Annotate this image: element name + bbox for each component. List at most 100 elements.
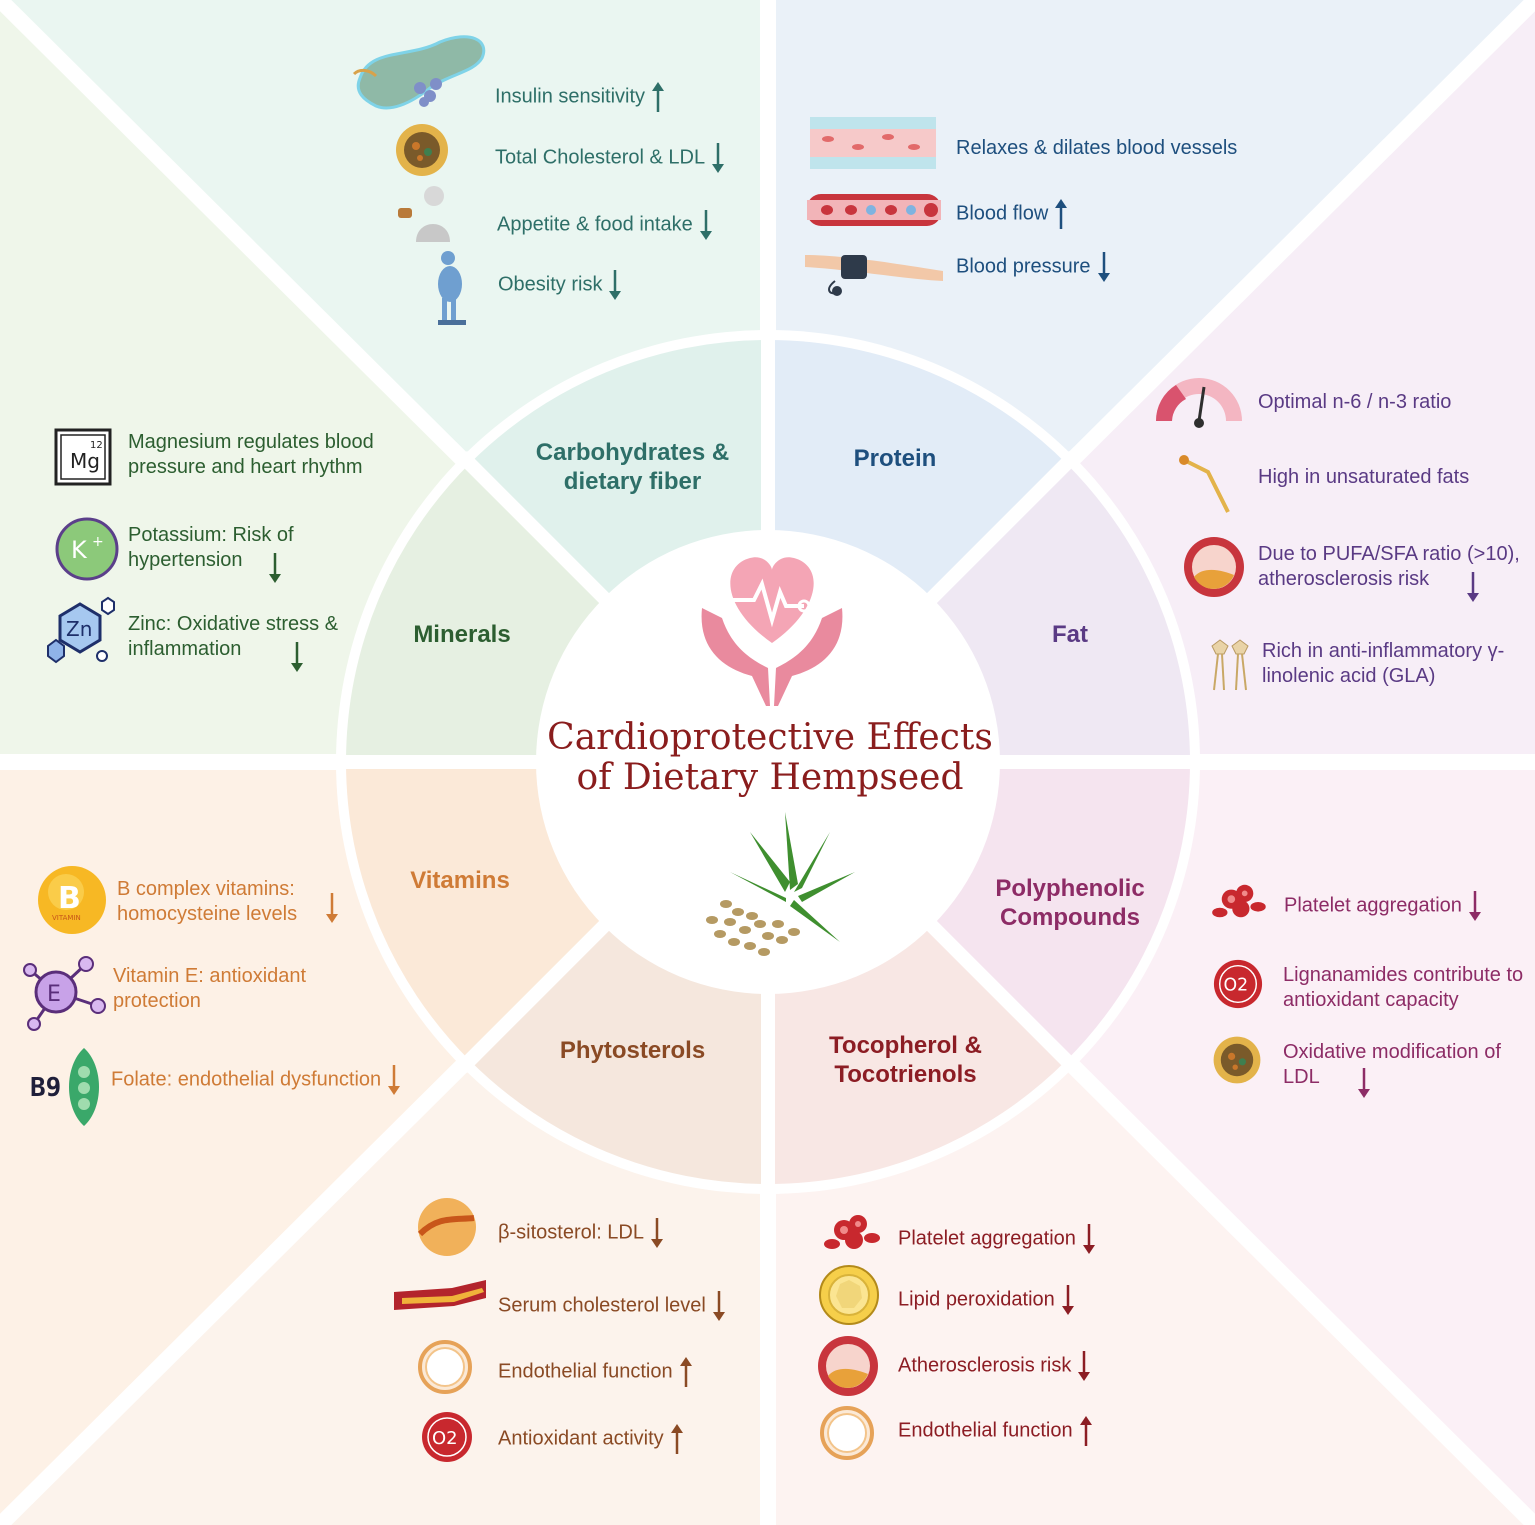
tocopherol-item-3: Atherosclerosis risk: [898, 1349, 1091, 1383]
arrow-down-icon: [1358, 1068, 1370, 1098]
blood-vessel-icon: [810, 117, 936, 169]
segment-label-fat: Fat: [1052, 621, 1088, 648]
arrow-down-icon: [1061, 1285, 1074, 1315]
zinc-symbol: Zn: [66, 617, 92, 641]
carbohydrates-item-4: Obesity risk: [498, 268, 622, 302]
folate-symbol: B9: [30, 1073, 61, 1103]
segment-label-carbohydrates: Carbohydrates & dietary fiber: [535, 439, 730, 495]
minerals-item-3: Zinc: Oxidative stress & inflammation: [128, 612, 348, 672]
segment-label-vitamins: Vitamins: [410, 867, 510, 894]
magnesium-symbol: Mg: [70, 449, 100, 473]
title-line-1: Cardioprotective Effects: [547, 717, 993, 758]
diagram-title: Cardioprotective Effects of Dietary Hemp…: [540, 718, 1000, 798]
endothelium-ring-icon: [418, 1340, 472, 1394]
blood-flow-icon: [807, 194, 941, 226]
fatty-acid-chain-icon: [1179, 455, 1230, 513]
gauge-icon: [1155, 378, 1242, 428]
vitamins-item-2: Vitamin E: antioxidant protection: [113, 965, 307, 1012]
person-eating-icon: [398, 186, 450, 242]
fat-item-1: Optimal n-6 / n-3 ratio: [1258, 391, 1452, 413]
magnesium-element-icon: Mg 12: [54, 428, 112, 486]
arrow-down-icon: [712, 1291, 725, 1321]
vitamin-e-molecule-icon: E: [23, 956, 106, 1031]
fat-item-4: Rich in anti-inflammatory γ-linolenic ac…: [1262, 640, 1505, 687]
arrow-up-icon: [1055, 199, 1068, 229]
segment-label-minerals: Minerals: [413, 621, 511, 648]
superoxide-symbol: O2: [432, 1428, 458, 1449]
polyphenolic-item-3-text: Oxidative modification of LDL: [1283, 1041, 1501, 1088]
svg-text:+: +: [92, 534, 104, 550]
potassium-symbol: K: [71, 536, 88, 564]
fat-item-3-text: Due to PUFA/SFA ratio (>10), atheroscler…: [1258, 543, 1520, 590]
protein-item-2: Blood flow: [956, 197, 1068, 231]
minerals-item-2-text: Potassium: Risk of hypertension: [128, 524, 294, 571]
vitamins-item-3: Folate: endothelial dysfunction: [111, 1063, 401, 1097]
polyphenolic-item-3: Oxidative modification of LDL: [1283, 1040, 1503, 1098]
segment-label-tocopherol: Tocopherol & Tocotrienols: [829, 1032, 982, 1088]
magnesium-number: 12: [90, 440, 103, 451]
arrow-down-icon: [699, 210, 712, 240]
tocopherol-item-4: Endothelial function: [898, 1414, 1093, 1448]
arrow-down-icon: [712, 143, 725, 173]
protein-item-1: Relaxes & dilates blood vessels: [956, 137, 1238, 159]
platelets-icon: [1212, 884, 1266, 918]
potassium-ion-icon: K +: [55, 517, 119, 581]
minerals-item-1: Magnesium regulates blood pressure and h…: [128, 431, 374, 478]
vitamin-b-icon: B VITAMIN: [38, 866, 106, 934]
superoxide-icon: O2: [1213, 959, 1263, 1009]
vitamins-item-1-text: B complex vitamins: homocysteine levels: [117, 878, 298, 925]
platelets-icon: [824, 1215, 880, 1249]
arrow-down-icon: [388, 1065, 401, 1095]
zinc-molecule-icon: Zn: [47, 596, 115, 664]
arrow-up-icon: [670, 1424, 683, 1454]
segment-label-phytosterols: Phytosterols: [559, 1037, 706, 1064]
endothelium-ring-icon: [820, 1406, 874, 1460]
minerals-item-3-text: Zinc: Oxidative stress & inflammation: [128, 613, 339, 660]
tocopherol-item-1: Platelet aggregation: [898, 1222, 1096, 1256]
phytosterols-item-3: Endothelial function: [498, 1355, 693, 1389]
segment-label-protein: Protein: [853, 445, 937, 472]
protein-item-3: Blood pressure: [956, 250, 1111, 284]
segment-label-polyphenolic: Polyphenolic Compounds: [995, 875, 1145, 931]
lipoprotein-icon: [396, 124, 448, 176]
arrow-up-icon: [679, 1357, 692, 1387]
arrow-down-icon: [1078, 1351, 1091, 1381]
phospholipid-icon: [1211, 639, 1249, 691]
artery-plaque-icon: [1184, 537, 1244, 597]
superoxide-icon: O2: [422, 1412, 472, 1462]
minerals-item-2: Potassium: Risk of hypertension: [128, 523, 313, 583]
superoxide-symbol: O2: [1224, 976, 1249, 996]
lipid-droplet-icon: [819, 1265, 879, 1325]
vitamin-b-symbol: B: [58, 881, 81, 916]
arrow-down-icon: [609, 270, 622, 300]
arrow-down-icon: [1097, 252, 1110, 282]
arrow-down-icon: [1467, 572, 1479, 602]
person-on-scale-icon: [438, 251, 466, 325]
fat-item-2: High in unsaturated fats: [1258, 466, 1470, 488]
carbohydrates-item-2: Total Cholesterol & LDL: [495, 141, 725, 175]
vitamin-e-symbol: E: [47, 982, 61, 1007]
arrow-down-icon: [291, 642, 303, 672]
vitamins-item-1: B complex vitamins: homocysteine levels: [117, 877, 338, 927]
phytosterols-item-2: Serum cholesterol level: [498, 1289, 726, 1323]
phytosterols-item-4: Antioxidant activity: [498, 1422, 684, 1456]
blood-pressure-cuff-icon: [805, 255, 943, 296]
polyphenolic-item-1: Platelet aggregation: [1284, 889, 1482, 923]
fat-item-3: Due to PUFA/SFA ratio (>10), atheroscler…: [1258, 542, 1534, 602]
carbohydrates-item-3: Appetite & food intake: [497, 208, 713, 242]
arrow-down-icon: [326, 893, 338, 923]
hemp-seeds-leaf-icon: [706, 812, 855, 956]
polyphenolic-item-2: Lignanamides contribute to antioxidant c…: [1283, 964, 1524, 1011]
arrow-down-icon: [1468, 891, 1481, 921]
lipoprotein-icon: [1213, 1036, 1261, 1084]
tocopherol-item-2: Lipid peroxidation: [898, 1283, 1075, 1317]
arrow-down-icon: [269, 553, 281, 583]
vitamin-sublabel: VITAMIN: [52, 914, 81, 922]
clogged-artery-icon: [394, 1280, 486, 1310]
phytosterols-item-1: β-sitosterol: LDL: [498, 1216, 664, 1250]
title-line-2: of Dietary Hempseed: [576, 757, 964, 798]
folate-b9-icon: B9: [30, 1048, 99, 1126]
heart-in-hands-icon: [701, 557, 843, 706]
artery-plaque-icon: [818, 1336, 878, 1396]
